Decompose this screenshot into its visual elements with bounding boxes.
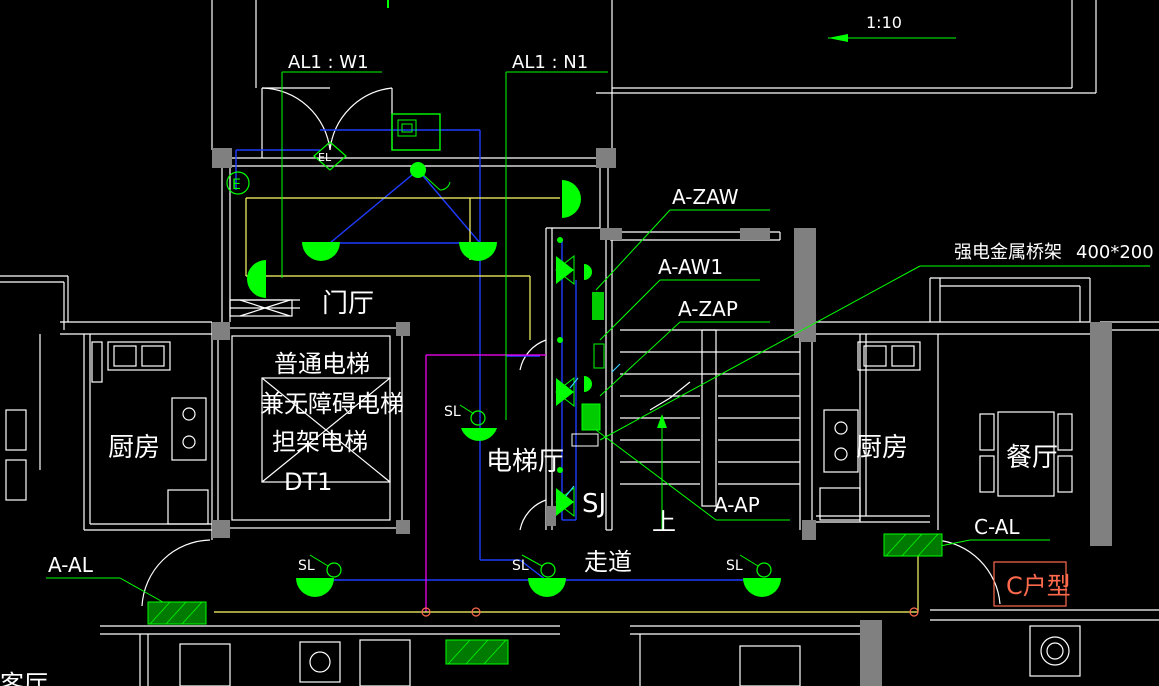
panel-a-aw1: [593, 343, 605, 369]
sl-label-1: SL: [444, 404, 461, 420]
columns: [212, 148, 1112, 686]
panel-a-zaw: [592, 292, 604, 320]
light-fixture: [302, 242, 340, 261]
stair-lights: [555, 237, 592, 518]
light-fixture: [296, 578, 334, 597]
el-label: EL: [318, 151, 332, 164]
panel-c-al: [883, 533, 943, 557]
leader-lines: [46, 37, 1150, 607]
fan-box: [391, 113, 441, 151]
sl-label-4: SL: [726, 558, 743, 574]
stair-arrow: [657, 414, 667, 428]
room-label-corridor: 走道: [584, 548, 632, 576]
yellow-circuit: [214, 197, 919, 613]
sj-label: SJ: [582, 489, 606, 519]
pir-light: [470, 410, 486, 426]
pir-light: [326, 562, 342, 578]
panel-label-a-ap: A-AP: [714, 493, 760, 517]
tray-size-label: 400*200: [1076, 242, 1154, 263]
e-symbol: [226, 171, 250, 195]
scale-label: 1:10: [866, 13, 902, 32]
sl-label-2: SL: [298, 558, 315, 574]
wall-light: [247, 260, 266, 298]
unit-type-box: [993, 561, 1067, 607]
pir-light: [756, 562, 772, 578]
light-fixture: [528, 578, 566, 597]
el-sign: [313, 141, 347, 171]
junction-points: [421, 607, 919, 617]
feeder-label-w1: AL1 : W1: [288, 52, 369, 73]
room-label-kitchen-right: 厨房: [856, 433, 908, 463]
elevator-label-3: 担架电梯: [272, 428, 368, 456]
light-fixture: [743, 578, 781, 597]
panel-label-a-zap: A-ZAP: [678, 297, 738, 321]
scale-arrow: [828, 34, 848, 42]
light-fixtures: [247, 162, 781, 597]
panel-label-a-aw1: A-AW1: [658, 255, 723, 279]
tray-label: 强电金属桥架: [954, 242, 1062, 263]
light-fixture: [459, 242, 497, 261]
sl-label-3: SL: [512, 558, 529, 574]
feeder-label-n1: AL1 : N1: [512, 52, 588, 73]
panel-label-c-al: C-AL: [974, 515, 1020, 539]
panel-a-ap: [571, 433, 599, 447]
room-label-kitchen-left: 厨房: [108, 433, 160, 463]
panels: [147, 113, 1067, 665]
stair-up-label: 上: [652, 508, 676, 536]
panel-label-a-al: A-AL: [48, 553, 94, 577]
pir-light: [540, 562, 556, 578]
wall-light: [562, 180, 581, 218]
elevator-label-2: 兼无障碍电梯: [260, 390, 404, 418]
light-fixture: [461, 428, 497, 441]
panel-label-a-zaw: A-ZAW: [672, 185, 739, 209]
elevator-label-1: 普通电梯: [274, 350, 370, 378]
elevator-id: DT1: [284, 468, 332, 496]
unit-type-label: C户型: [1006, 572, 1071, 600]
panel-a-al: [147, 601, 207, 625]
room-label-dining: 餐厅: [1006, 443, 1058, 473]
room-label-lobby: 门厅: [322, 289, 374, 319]
magenta-circuit: [425, 354, 546, 612]
room-label-living: 客厅: [0, 670, 48, 686]
room-label-elevator-hall: 电梯厅: [486, 447, 564, 477]
e-label: E: [232, 177, 241, 193]
panel-a-zap: [581, 403, 601, 431]
